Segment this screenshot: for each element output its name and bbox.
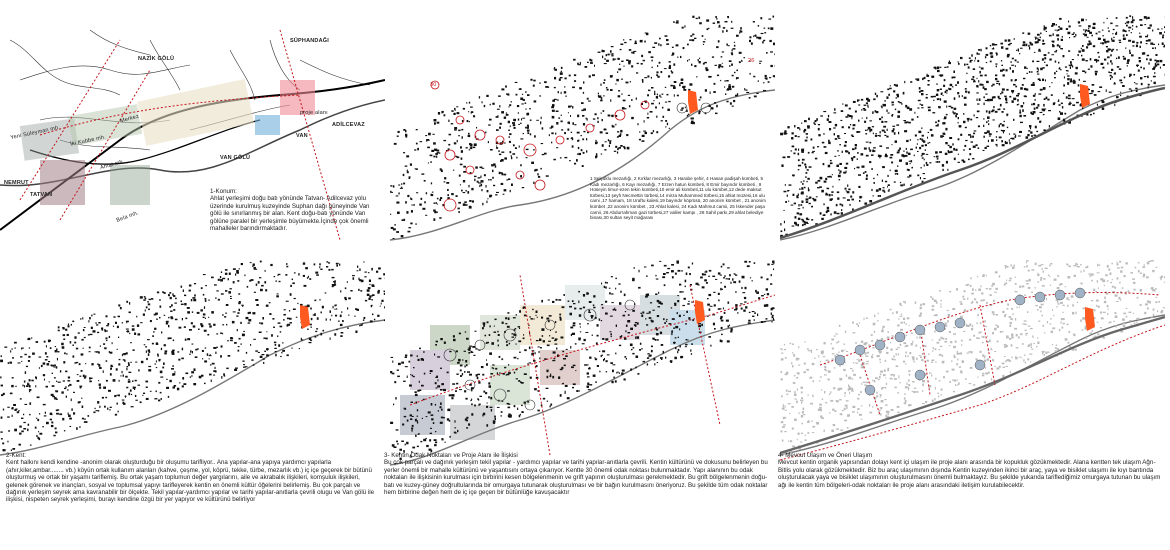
ulasim-map-svg [780,260,1165,461]
caption-odak-proje: 3- Kentin Odak Noktaları ve Proje Alanı … [384,452,768,497]
label-tatvan: TATVAN [30,192,53,198]
panel-ulasim-map [780,255,1165,495]
zone-yeni-suleyman [19,118,80,161]
konum-map-svg [0,29,385,250]
zone-merkez [137,79,254,146]
caption-konum: 1-Konum: Ahlat yerleşimi doğu batı yönün… [210,188,370,233]
dashed-axes [19,29,341,241]
label-nazik-golu: NAZİK GÖLÜ [138,56,175,62]
project-site [688,90,698,114]
label-adilcevaz: ADİLCEVAZ [332,122,365,128]
label-van-golu: VAN GÖLÜ [220,155,251,161]
marker-30: 30 [430,82,437,88]
zone-iki-kubbe [67,104,143,146]
project-site [1085,307,1095,331]
zone-proje [280,80,315,115]
main-road [780,315,1165,455]
project-site [1080,84,1090,108]
kent-map-svg [0,260,385,456]
marker-26: 26 [748,58,755,64]
panel-konum-map: NAZİK GÖLÜ SÜPHANDAĞI ADİLCEVAZ VAN VAN … [0,10,385,250]
project-site [695,300,705,324]
shoreline [780,84,1165,241]
building-dots [390,15,775,239]
zone-tatvan [40,160,85,205]
panel-odak-proje-map [390,255,775,495]
project-site [300,305,310,329]
proposed-routes [780,292,1165,461]
node-circles [834,287,1086,396]
yol-map-svg [780,15,1165,241]
zone-ahlat [110,165,150,205]
odak-map-svg [390,15,775,241]
shoreline [0,319,385,456]
caption-kent: 2-Kent: Kent halkını kendi kendine -anon… [6,452,375,504]
focus-circles [443,299,636,411]
label-nemrut: NEMRUT [4,180,29,186]
dashed-axes [409,274,775,456]
caption-ulasim: 4- Mevcut Ulaşım ve Öneri Ulaşım Mevcut … [778,452,1161,489]
shoreline [390,89,775,241]
odak-proje-svg [390,260,775,466]
focus-circles [430,80,650,212]
zone-van [255,115,280,135]
panel-mevcut-yol-map [780,10,1165,250]
panel-odak-noktalari-map: 30 26 [390,10,775,250]
building-dots [780,15,1165,238]
main-road [780,86,1165,240]
panel-kent-map [0,255,385,495]
shoreline [780,314,1165,456]
label-suphandagi: SÜPHANDAĞI [290,38,329,44]
zones [400,285,705,440]
label-proje-alani: proje alanı [300,110,328,116]
shoreline [390,319,775,466]
label-van: VAN [296,133,308,139]
legend-odak-noktalari: 1 Selçuklu mezarlığı, 2 Kırklar mezarlığ… [590,176,766,221]
building-dots [0,260,385,452]
